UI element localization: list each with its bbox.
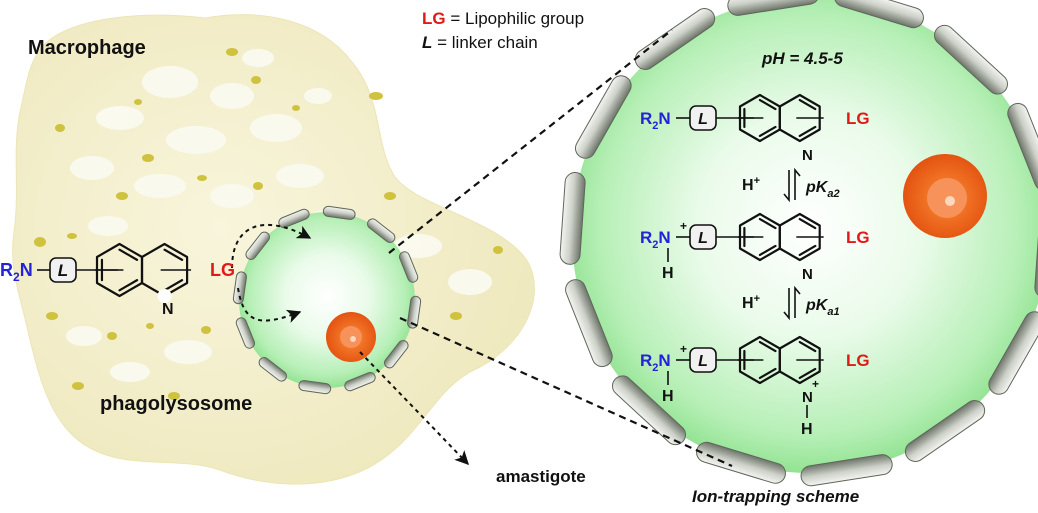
phagolysosome-membrane-large (559, 0, 1038, 487)
phagolysosome-membrane-small (232, 205, 422, 395)
svg-text:L: L (698, 111, 708, 128)
membrane-segment (1034, 205, 1038, 299)
scheme-title: Ion-trapping scheme (692, 487, 859, 506)
amastigote-small (326, 312, 376, 362)
phagolysosome-label: phagolysosome (100, 393, 252, 415)
ph-label: pH = 4.5-5 (761, 49, 843, 68)
membrane-segment (258, 357, 287, 382)
svg-text:H+: H+ (742, 293, 760, 312)
membrane-segment (612, 375, 686, 446)
lg-group-cell: LG (210, 260, 235, 280)
amine-group: R2N (0, 260, 33, 284)
svg-text:R2N: R2N (640, 228, 671, 251)
membrane-segment (384, 340, 409, 369)
membrane-segment (574, 75, 632, 159)
svg-text:N: N (802, 266, 813, 283)
quinoline-core-neutral (738, 93, 824, 143)
double-bond (758, 98, 777, 111)
legend-lg: LG = Lipophilic group (422, 9, 584, 28)
svg-text:L: L (698, 353, 708, 370)
svg-text:R2N: R2N (640, 109, 671, 132)
double-bond (758, 244, 777, 257)
molecule-neutral-cell: R2N L (0, 257, 118, 284)
double-bond (798, 98, 817, 111)
svg-text:H: H (662, 265, 674, 282)
membrane-segment (367, 218, 396, 243)
double-bond (758, 125, 777, 138)
amastigote-pointer-arrow (359, 351, 469, 466)
membrane-segment (934, 24, 1008, 95)
double-bond (798, 244, 817, 257)
double-bond (758, 367, 777, 380)
zoom-lines (388, 29, 733, 468)
svg-text:R2N: R2N (640, 351, 671, 374)
double-bond (163, 279, 184, 292)
quinoline-core-cell (95, 242, 192, 303)
quinoline-core-diprotonated (738, 335, 824, 385)
svg-text:+: + (680, 219, 687, 233)
membrane-segment (245, 231, 270, 260)
svg-text:LG: LG (846, 109, 870, 128)
svg-text:N: N (802, 389, 813, 406)
double-bond (798, 125, 817, 138)
svg-text:LG: LG (846, 228, 870, 247)
uptake-arrows (231, 223, 312, 323)
svg-text:H: H (662, 388, 674, 405)
membrane-segment (278, 208, 310, 229)
svg-text:pKa1: pKa1 (805, 297, 840, 318)
membrane-segment (1007, 102, 1038, 191)
membrane-segment (398, 251, 419, 283)
svg-text:H: H (801, 421, 813, 438)
svg-text:+: + (680, 342, 687, 356)
molecule-monoprotonated: R2N + L H LG N (640, 219, 870, 283)
ring-nitrogen-cell: N (162, 301, 174, 318)
membrane-segment (634, 8, 716, 70)
nitrogen-gap (157, 289, 172, 303)
molecule-diprotonated: R2N + L H LG N + H (640, 342, 870, 438)
amastigote-label: amastigote (496, 467, 586, 486)
membrane-segment (407, 295, 422, 329)
membrane-segment (232, 271, 247, 305)
pyridine-ring (778, 212, 821, 262)
pyridine-ring (778, 335, 821, 385)
svg-text:LG: LG (846, 351, 870, 370)
membrane-segment (559, 171, 586, 265)
double-bond (798, 367, 817, 380)
svg-text:H+: H+ (742, 175, 760, 194)
macrophage-label: Macrophage (28, 37, 146, 59)
membrane-segment (344, 371, 376, 392)
membrane-segment (322, 205, 356, 220)
svg-text:N: N (802, 147, 813, 164)
double-bond (798, 340, 817, 353)
membrane-segment (904, 400, 986, 462)
equilibrium-pka2: H+ pKa2 (742, 167, 840, 203)
double-bond (163, 248, 184, 261)
pyridine-ring (778, 93, 821, 143)
double-bond (118, 248, 139, 261)
double-bond (118, 279, 139, 292)
linker-label: L (58, 261, 68, 280)
svg-text:pKa2: pKa2 (805, 179, 840, 200)
membrane-segment (235, 317, 256, 349)
membrane-segment (727, 0, 820, 16)
double-bond (758, 340, 777, 353)
amastigote-large (903, 154, 987, 238)
membrane-segment (298, 380, 332, 395)
svg-text:+: + (812, 377, 819, 391)
membrane-segment (988, 311, 1038, 395)
quinoline-core-monoprotonated (738, 212, 824, 262)
cell-granules (34, 48, 503, 400)
legend-l: L = linker chain (422, 33, 538, 52)
double-bond (758, 217, 777, 230)
membrane-segment (834, 0, 924, 29)
molecule-neutral: R2N L LG N (640, 105, 870, 164)
svg-text:L: L (698, 230, 708, 247)
equilibrium-pka1: H+ pKa1 (742, 285, 840, 321)
membrane-segment (565, 279, 613, 368)
membrane-segment (800, 454, 893, 487)
double-bond (798, 217, 817, 230)
